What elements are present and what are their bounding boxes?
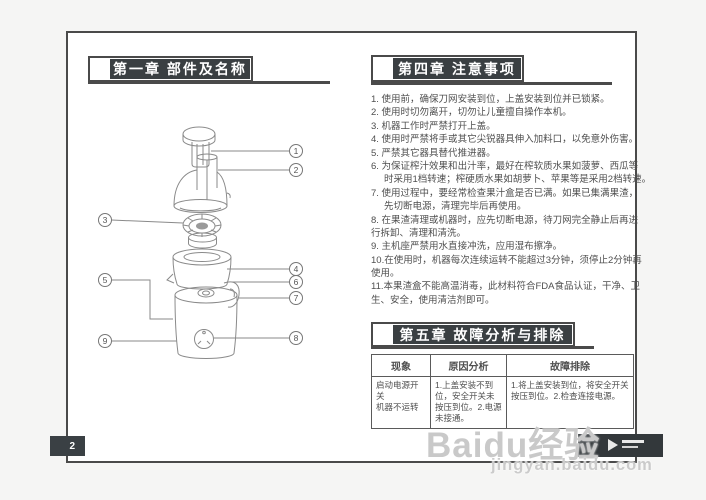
filter-basket-part [182,213,222,249]
next-page-arrow-icon [608,439,618,451]
precaution-line: 11.本果渣盒不能高温消毒，此材料符合FDA食品认证，干净、卫 [371,281,641,293]
part-label-1: 1 [294,146,299,156]
juicer-exploded-diagram: 1 2 3 4 5 6 7 8 9 [98,126,303,359]
part-label-6: 6 [294,277,299,287]
precaution-line: 9. 主机座严禁用水直接冲洗，应用湿布擦净。 [371,241,563,253]
chapter4-underline [371,82,612,85]
part-label-4: 4 [294,264,299,274]
pusher-part [182,126,216,168]
watermark-url: jingyan.baidu.com [491,456,653,474]
precaution-line: 4. 使用时严禁将手或其它尖锐器具伸入加料口，以免意外伤害。 [371,134,639,146]
top-cover-part [173,153,231,213]
speed-knob-part [194,329,214,349]
cell-phenomenon: 启动电源开关 机器不运转 [371,376,431,429]
chapter4-title: 第四章 注意事项 [393,58,521,79]
precautions-list: 1. 使用前，确保刀网安装到位，上盖安装到位并已锁紧。 2. 使用时切勿离开，切… [371,93,652,307]
chapter1-title-box: 第一章 部件及名称 [88,56,253,82]
precaution-line: 2. 使用时切勿离开，切勿让儿童擅自操作本机。 [371,107,572,119]
precaution-line: 5. 严禁其它器具替代推进器。 [371,147,496,159]
col-header-remedy: 故障排除 [506,354,634,377]
page-number-tab: 2 [50,436,85,456]
leader-lines [111,150,290,342]
manual-page: 第一章 部件及名称 [66,31,651,463]
troubleshooting-table: 现象 原因分析 故障排除 启动电源开关 机器不运转 1.上盖安装不到位，安全开关… [371,354,634,429]
precaution-line: 10.在使用时，机器每次连续运转不能超过3分钟，须停止2分钟再 [371,254,642,266]
chapter1-title: 第一章 部件及名称 [110,59,250,79]
main-body-part [174,281,240,359]
col-header-phenomenon: 现象 [371,354,431,377]
part-label-5: 5 [103,275,108,285]
juice-collector-part [166,248,232,290]
precaution-line: 生、安全，使用清洁剂即可。 [371,294,495,306]
precaution-line: 7. 使用过程中，要经常检查果汁盒是否已满。如果已集满果渣， [371,187,639,199]
part-label-3: 3 [103,215,108,225]
part-label-2: 2 [294,165,299,175]
cell-cause: 1.上盖安装不到位，安全开关未按压到位。2.电源未接通。 [430,376,507,429]
precaution-line: 使用。 [371,268,400,280]
precaution-line: 3. 机器工作时严禁打开上盖。 [371,120,496,132]
page-number: 2 [69,440,75,452]
chapter1-underline [88,81,330,84]
watermark-brand: Baidu经验 [426,426,601,465]
chapter5-underline [371,346,594,349]
cell-remedy: 1.将上盖安装到位，将安全开关按压到位。2.检查连接电源。 [506,376,634,429]
precaution-line: 时采用1档转速；榨硬质水果如胡萝卜、苹果等是采用2档转速。 [384,174,652,186]
part-label-9: 9 [103,336,108,346]
chapter4-title-box: 第四章 注意事项 [371,55,524,82]
precaution-line: 6. 为保证榨汁效果和出汁率，最好在榨软质水果如菠萝、西瓜等 [371,160,639,172]
part-label-7: 7 [294,293,299,303]
chapter5-title-box: 第五章 故障分析与排除 [371,322,575,347]
col-header-cause: 原因分析 [430,354,507,377]
table-header-row: 现象 原因分析 故障排除 [371,354,634,377]
chapter5-title: 第五章 故障分析与排除 [393,325,572,344]
page-corner-marker [578,434,663,457]
precaution-line: 1. 使用前，确保刀网安装到位，上盖安装到位并已锁紧。 [371,94,610,105]
part-callouts [98,144,303,348]
precaution-line: 先切断电源，清理完毕后再使用。 [384,201,527,213]
precaution-line: 8. 在果渣清理或机器时，应先切断电源，待刀网完全静止后再进 [371,214,639,226]
precaution-line: 行拆卸、清理和清洗。 [371,227,467,239]
part-label-8: 8 [294,333,299,343]
table-row: 启动电源开关 机器不运转 1.上盖安装不到位，安全开关未按压到位。2.电源未接通… [371,376,634,429]
